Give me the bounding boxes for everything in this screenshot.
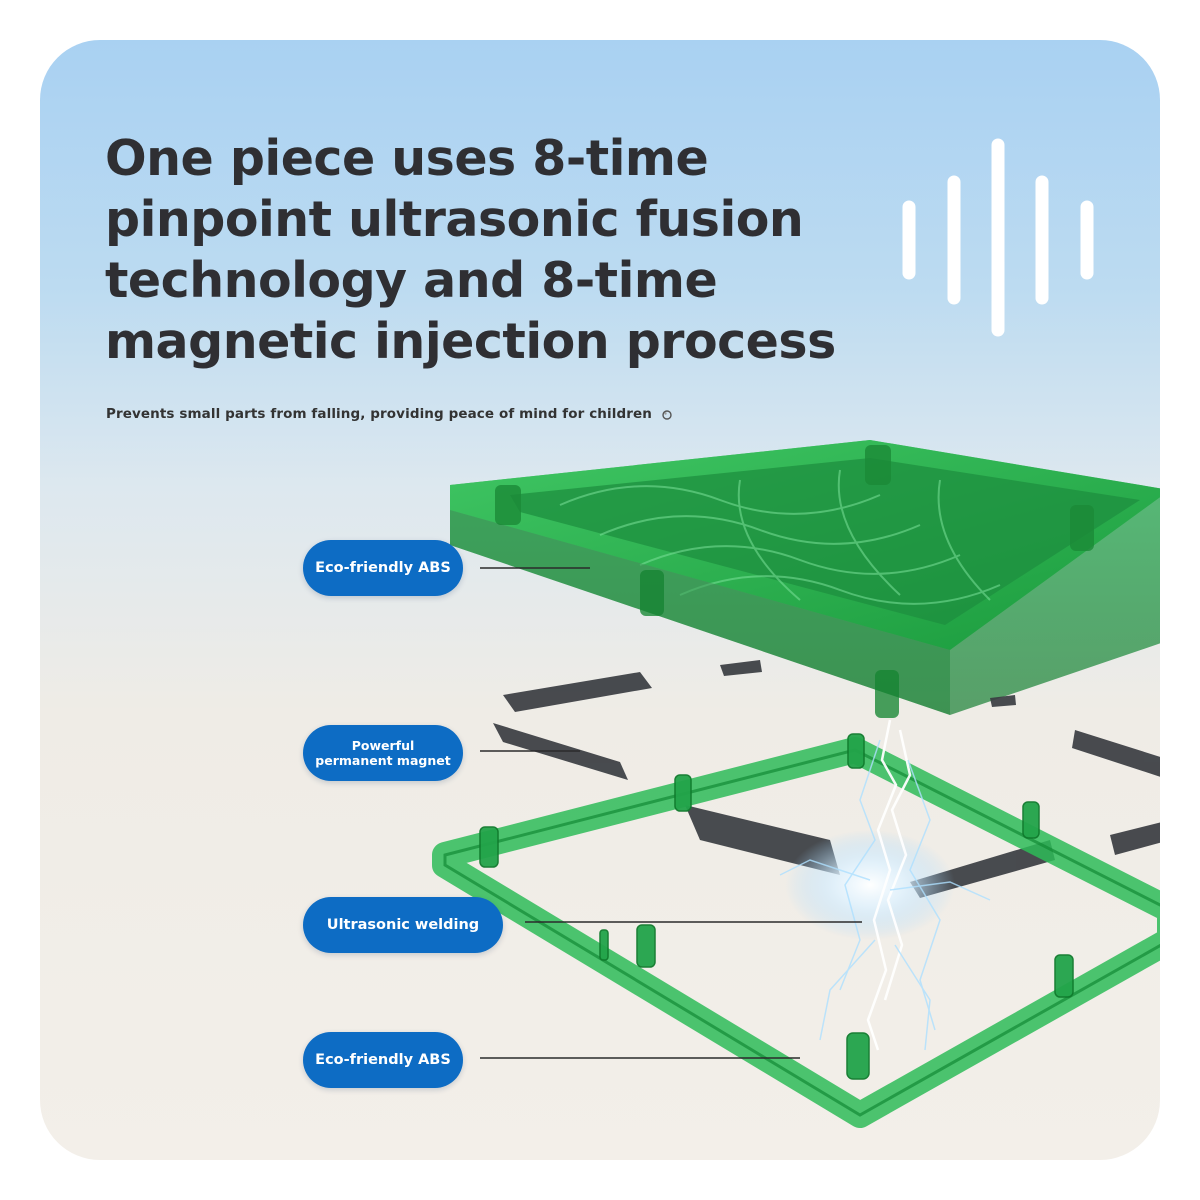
label-text-line-1: Powerful — [351, 738, 415, 753]
leader-lines — [480, 567, 862, 1059]
sound-wave-icon — [902, 138, 1094, 337]
product-card: One piece uses 8-time pinpoint ultrasoni… — [40, 40, 1160, 1160]
bubble-icon — [662, 410, 672, 420]
label-text: Eco-friendly ABS — [315, 1051, 451, 1068]
bottom-frame — [432, 733, 1160, 1128]
headline-line-2: pinpoint ultrasonic fusion — [105, 191, 804, 248]
label-eco-friendly-abs-top: Eco-friendly ABS — [303, 540, 463, 596]
headline: One piece uses 8-time pinpoint ultrasoni… — [105, 128, 925, 372]
tile-exploded-illustration — [432, 440, 1160, 1128]
label-permanent-magnet: Powerful permanent magnet — [303, 725, 463, 781]
top-tile — [450, 440, 1160, 718]
welding-spark — [779, 719, 991, 1051]
label-text: Eco-friendly ABS — [315, 559, 451, 576]
label-text: Ultrasonic welding — [326, 916, 480, 933]
headline-line-1: One piece uses 8-time — [105, 130, 709, 187]
label-text-line-2: permanent magnet — [315, 753, 451, 768]
label-ultrasonic-welding: Ultrasonic welding — [303, 897, 503, 953]
subline-text: Prevents small parts from falling, provi… — [106, 406, 652, 422]
headline-line-3: technology and 8-time — [105, 252, 718, 309]
subline: Prevents small parts from falling, provi… — [106, 406, 673, 422]
headline-line-4: magnetic injection process — [105, 313, 836, 370]
label-eco-friendly-abs-bottom: Eco-friendly ABS — [303, 1032, 463, 1088]
